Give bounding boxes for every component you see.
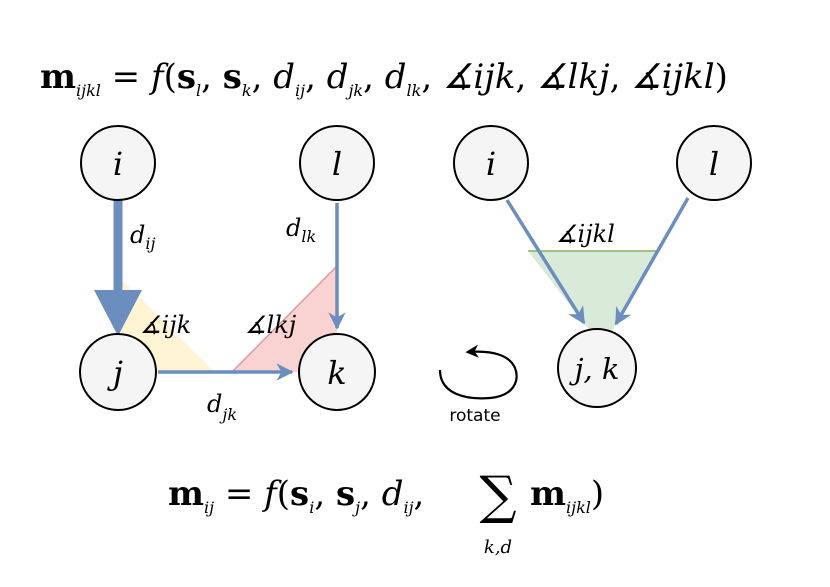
node-i-right: i	[453, 125, 529, 201]
formula-bottom-m2: m	[530, 474, 566, 514]
formula-bottom-open: (	[277, 474, 290, 514]
node-j-left: j	[79, 333, 157, 411]
label-angle-ijk: ∡ijk	[140, 311, 191, 339]
formula-bottom-s1: s	[290, 474, 309, 514]
node-i-left: i	[80, 125, 156, 201]
formula-bottom-sum-sub: k,d	[484, 537, 512, 558]
node-j-left-circle	[79, 333, 157, 411]
label-djk-main: d	[207, 390, 222, 418]
edge-l-jk	[614, 197, 690, 326]
formula-bottom-d1: d	[382, 474, 404, 514]
label-dij-main: d	[130, 221, 145, 249]
node-jk-right-circle	[557, 328, 637, 408]
node-i-left-circle	[80, 125, 156, 201]
label-dlk-sub: lk	[301, 227, 316, 246]
formula-bottom-s1-sub: i	[309, 498, 314, 517]
formula-bottom-tail: mijkl)	[530, 474, 604, 517]
formula-top-s1-sub: l	[196, 81, 201, 100]
node-i-left-label: i	[113, 145, 123, 183]
formula-top-d1: d	[273, 57, 295, 97]
formula-top-d3: d	[385, 57, 407, 97]
formula-top: mijkl = f(sl, sk, dij, djk, dlk, ∡ijk, ∡…	[40, 57, 728, 100]
angle-lkj-edge	[231, 265, 338, 373]
node-l-right-label: l	[709, 145, 719, 183]
formula-top-s1: s	[177, 57, 196, 97]
label-dij-sub: ij	[145, 234, 155, 253]
formula-bottom: mij = f(si, sj, dij,	[168, 474, 424, 517]
label-angle-ijkl: ∡ijkl	[556, 220, 615, 248]
node-l-left-label: l	[332, 145, 342, 183]
node-i-right-label: i	[486, 145, 496, 183]
edge-i-jk	[505, 199, 586, 325]
formula-bottom-m: m	[168, 474, 204, 514]
formula-top-angle-ijkl: ∡ijkl	[631, 57, 714, 97]
formula-top-d1-sub: ij	[295, 81, 305, 100]
formula-top-d2: d	[327, 57, 349, 97]
formula-bottom-comma: ,	[314, 474, 336, 514]
node-k-left: k	[298, 333, 376, 411]
node-k-left-label: k	[327, 354, 346, 392]
formula-bottom-eq: =	[214, 474, 264, 514]
formula-top-d3-sub: lk	[407, 81, 422, 100]
formula-bottom-s2-sub: j	[352, 498, 360, 517]
rotate-icon	[438, 344, 518, 400]
formula-bottom-s2: s	[336, 474, 355, 514]
label-angle-lkj: ∡lkj	[245, 311, 297, 339]
node-k-left-circle	[298, 333, 376, 411]
node-jk-right: j, k	[557, 328, 637, 408]
formula-top-angle-ijk: ∡ijk	[443, 57, 516, 97]
formula-top-comma: ,	[305, 57, 327, 97]
formula-top-close: )	[715, 57, 728, 97]
formula-top-m: m	[40, 57, 76, 97]
label-dlk: dlk	[286, 214, 316, 246]
node-l-left: l	[299, 125, 375, 201]
formula-top-comma: ,	[252, 57, 274, 97]
node-i-right-circle	[453, 125, 529, 201]
node-l-right: l	[676, 125, 752, 201]
label-djk-sub: jk	[219, 405, 237, 424]
formula-top-comma: ,	[201, 57, 223, 97]
formula-bottom-m-sub: ij	[204, 498, 214, 517]
formula-top-m-sub: ijkl	[76, 81, 101, 100]
label-dlk-main: d	[286, 214, 301, 242]
formula-bottom-m2-sub: ijkl	[566, 498, 591, 517]
formula-top-s2: s	[223, 57, 242, 97]
formula-top-d2-sub: jk	[345, 81, 363, 100]
rotate-arrow-path	[438, 344, 518, 400]
formula-bottom-d1-sub: ij	[403, 498, 413, 517]
formula-bottom-sum-symbol: ∑	[479, 466, 516, 526]
label-djk: djk	[207, 390, 237, 424]
formula-top-comma: ,	[515, 57, 537, 97]
formula-top-eq: =	[101, 57, 151, 97]
formula-bottom-comma: ,	[414, 474, 425, 514]
node-l-left-circle	[299, 125, 375, 201]
formula-top-comma: ,	[421, 57, 443, 97]
formula-top-open: (	[164, 57, 177, 97]
rotate-label: rotate	[449, 406, 500, 426]
formula-top-angle-lkj: ∡lkj	[537, 57, 610, 97]
formula-bottom-close: )	[591, 474, 604, 514]
edge-i-j-arrowhead	[94, 290, 142, 336]
label-dij: dij	[130, 221, 155, 253]
formula-top-comma: ,	[363, 57, 385, 97]
formula-bottom-comma: ,	[360, 474, 382, 514]
formula-top-comma: ,	[610, 57, 632, 97]
node-l-right-circle	[676, 125, 752, 201]
formula-top-s2-sub: k	[242, 81, 252, 100]
angle-ijkl-shade	[528, 251, 657, 331]
node-jk-right-label: j, k	[568, 352, 619, 386]
